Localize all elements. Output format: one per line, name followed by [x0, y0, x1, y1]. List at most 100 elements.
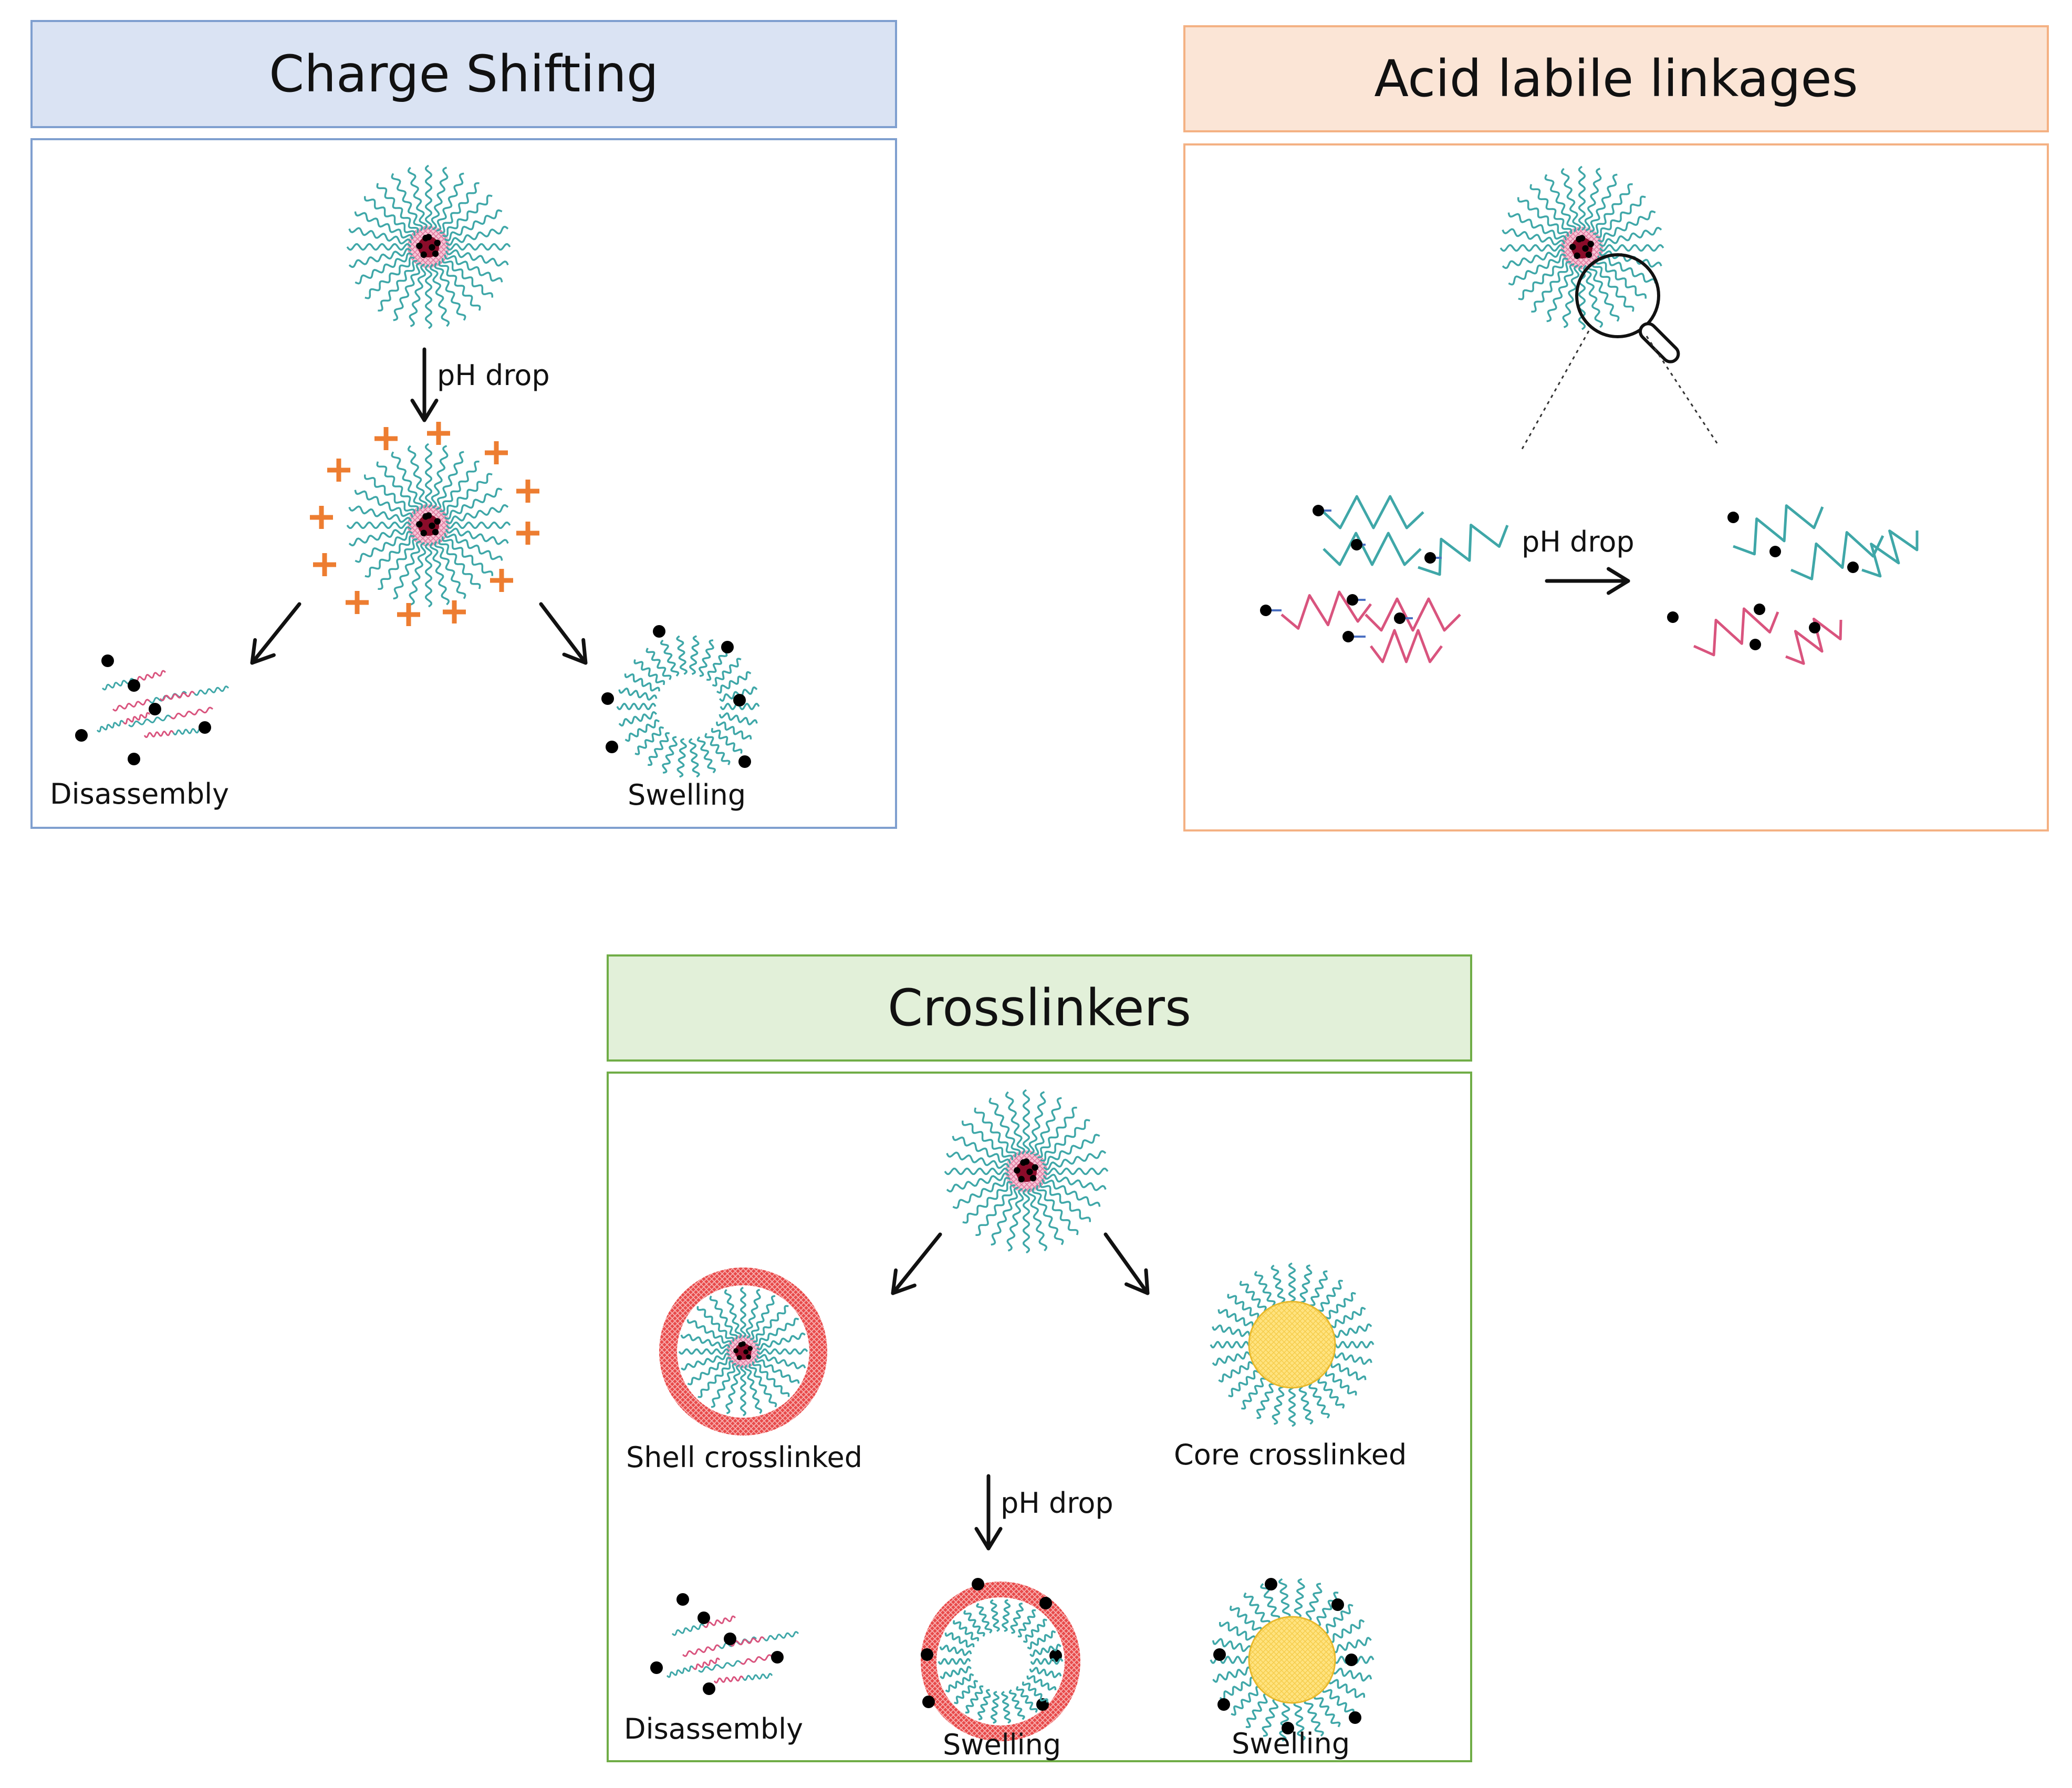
drug-molecule-icon	[653, 625, 665, 638]
zigzag-chain	[1323, 495, 1424, 529]
hydrophilic-chain	[939, 1645, 972, 1656]
hydrophilic-chain	[711, 727, 743, 754]
drug-molecule-icon	[1394, 612, 1405, 624]
hydrophilic-chain	[442, 194, 493, 237]
crosslinkers-title: Crosslinkers	[887, 979, 1192, 1037]
intact-linkages	[1260, 495, 1509, 663]
hydrophilic-chain	[687, 1357, 732, 1386]
arrow-head	[891, 1268, 917, 1295]
hydrophilic-chain	[618, 711, 658, 727]
cross-swelling-mid-label: Swelling	[943, 1728, 1061, 1761]
micelle-initial	[346, 164, 511, 329]
drug-molecule-icon	[1569, 243, 1576, 251]
shell-swelling-chains	[938, 1599, 1064, 1724]
fragment-chain	[682, 1644, 720, 1657]
drug-molecule-icon	[733, 694, 746, 706]
zigzag-chain	[1370, 629, 1443, 663]
arrow-head	[974, 1526, 1003, 1551]
cross-ph-drop-label: pH drop	[1001, 1486, 1113, 1520]
hydrophilic-chain	[1328, 1619, 1365, 1644]
hydrophilic-chain	[1578, 165, 1586, 231]
charge-shifting-header: Charge Shifting	[30, 20, 897, 128]
core-released-drugs	[1213, 1578, 1361, 1734]
positive-charge-icon	[427, 422, 450, 445]
hydrophilic-chain	[363, 196, 416, 236]
zigzag-chain	[1323, 532, 1422, 566]
hydrophilic-chain	[963, 1610, 985, 1637]
charge-ph-drop-label: pH drop	[437, 359, 550, 392]
hydrophilic-chain	[1016, 1686, 1038, 1713]
drug-molecule-icon	[1347, 594, 1358, 606]
drug-molecule-icon	[1727, 512, 1739, 523]
hydrophilic-chain	[698, 639, 714, 677]
hydrophilic-chain	[363, 474, 416, 514]
fragment-chain	[172, 727, 203, 735]
zigzag-chain	[1733, 504, 1824, 556]
drug-molecule-icon	[1574, 252, 1580, 259]
hydrophilic-chain	[407, 167, 428, 230]
fragment-chain	[742, 1673, 773, 1681]
drug-molecule-icon	[1754, 604, 1765, 615]
hydrophilic-chain	[441, 536, 494, 576]
drug-molecule-icon	[1026, 1168, 1033, 1176]
hydrophilic-chain	[1313, 1694, 1341, 1728]
fragment-chain	[133, 670, 166, 683]
charge-disassembly-fragments	[75, 654, 230, 765]
drug-molecule-icon	[1809, 622, 1820, 633]
drug-molecule-icon	[101, 654, 114, 667]
drug-molecule-icon	[1020, 1159, 1027, 1166]
hydrophilic-chain	[709, 1295, 738, 1340]
hydrophilic-chain	[348, 247, 412, 268]
drug-molecule-icon	[1260, 605, 1272, 616]
drug-molecule-icon	[432, 250, 439, 257]
charge-disassembly-label: Disassembly	[50, 777, 230, 810]
hydrophilic-chain	[378, 259, 418, 312]
hydrophilic-chain	[1043, 1173, 1107, 1191]
hydrophilic-chain	[1042, 1179, 1101, 1207]
hydrophilic-chain	[1231, 1686, 1261, 1716]
drug-molecule-icon	[1769, 546, 1781, 557]
drug-molecule-icon	[1667, 611, 1679, 623]
hydrophilic-chain	[348, 505, 412, 523]
hydrophilic-chain	[1599, 226, 1662, 247]
micelle-crosslink-initial	[944, 1089, 1109, 1254]
hydrophilic-chain	[686, 1319, 732, 1345]
hydrophilic-chain	[1212, 1666, 1252, 1683]
arrow-shaft	[250, 602, 301, 665]
hydrophilic-chain	[1562, 264, 1580, 328]
hydrophilic-chain	[697, 1360, 734, 1398]
drug-molecule-icon	[420, 529, 427, 537]
hydrophilic-chain	[1502, 248, 1565, 269]
drug-molecule-icon	[1342, 631, 1354, 642]
acid-ph-arrow	[1545, 567, 1630, 595]
hydrophilic-chain	[1500, 244, 1565, 252]
drug-molecule-icon	[199, 721, 211, 734]
cross-ph-arrow	[974, 1474, 1003, 1551]
fragment-chain	[96, 720, 124, 733]
hydrophilic-chain	[1032, 1187, 1064, 1245]
hydrophilic-chain	[1589, 173, 1618, 233]
drug-molecule-icon	[128, 753, 140, 765]
fragment-chain	[692, 1657, 721, 1670]
hydrophilic-chain	[1006, 1188, 1024, 1252]
hydrophilic-chain	[1028, 1091, 1046, 1155]
hydrophilic-chain	[1508, 253, 1566, 286]
drug-molecule-icon	[1313, 505, 1324, 516]
hydrophilic-chain	[1578, 265, 1586, 330]
hydrophilic-chain	[393, 262, 421, 321]
hydrophilic-chain	[431, 167, 449, 231]
drug-molecule-icon	[1032, 1164, 1038, 1171]
drug-molecule-icon	[724, 1633, 736, 1645]
drug-molecule-icon	[743, 1349, 749, 1355]
hydrophilic-chain	[752, 1361, 790, 1397]
hydrophilic-chain	[1040, 1119, 1090, 1162]
hydrophilic-chain	[1219, 1676, 1256, 1701]
hydrophilic-chain	[720, 703, 760, 710]
hydrophilic-chain	[953, 1620, 980, 1641]
hydrophilic-chain	[681, 1353, 731, 1371]
zigzag-chain	[1861, 529, 1919, 578]
hydrophilic-chain	[1323, 1604, 1353, 1634]
hydrophilic-chain	[1023, 1089, 1030, 1155]
charge-shifting-title: Charge Shifting	[269, 45, 659, 103]
